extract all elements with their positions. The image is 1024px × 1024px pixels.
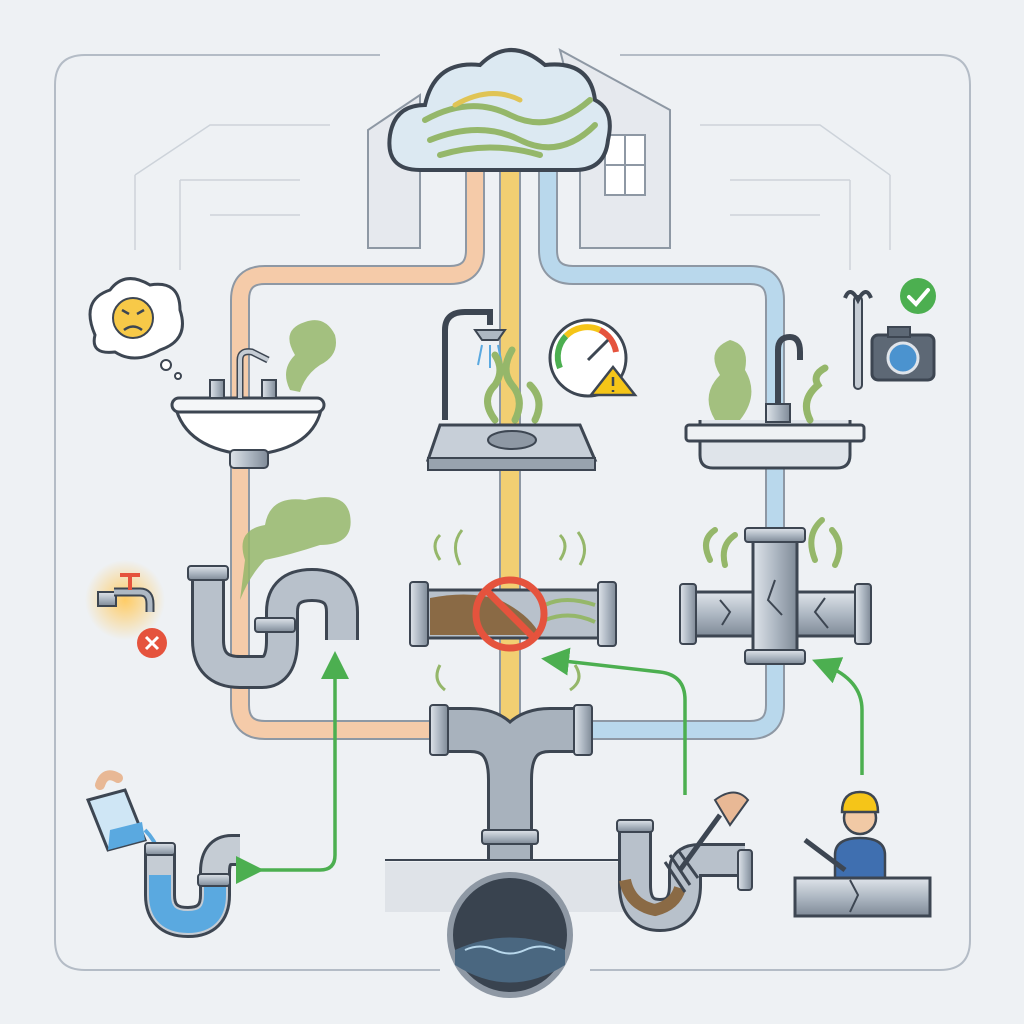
odor-cloud-icon xyxy=(387,48,612,172)
dry-p-trap-icon xyxy=(187,497,359,689)
drain-brush-cleaning-icon xyxy=(616,791,753,933)
kitchen-sink-icon xyxy=(684,333,866,470)
wrench-camera-inspection-icon xyxy=(843,290,936,390)
y-junction-pipe-icon xyxy=(429,704,593,860)
shower-drain-icon xyxy=(425,309,598,471)
check-circle-icon xyxy=(900,278,936,314)
clogged-pipe-no-icon xyxy=(409,529,617,692)
pressure-gauge-warning-icon xyxy=(548,318,638,398)
pour-water-trap-icon xyxy=(85,770,240,939)
odor-wisp xyxy=(286,320,336,392)
sewer-main-icon xyxy=(385,859,640,998)
ceiling-lines xyxy=(134,124,891,270)
bathroom-sink-icon xyxy=(170,320,336,469)
cracked-pipe-fitting-icon xyxy=(679,517,872,665)
plumber-repair-icon xyxy=(793,790,932,918)
angry-face-thought-icon xyxy=(88,277,184,380)
green-arrow-icon xyxy=(236,647,864,884)
frame xyxy=(54,54,971,971)
dripping-faucet-error-icon xyxy=(85,560,167,658)
